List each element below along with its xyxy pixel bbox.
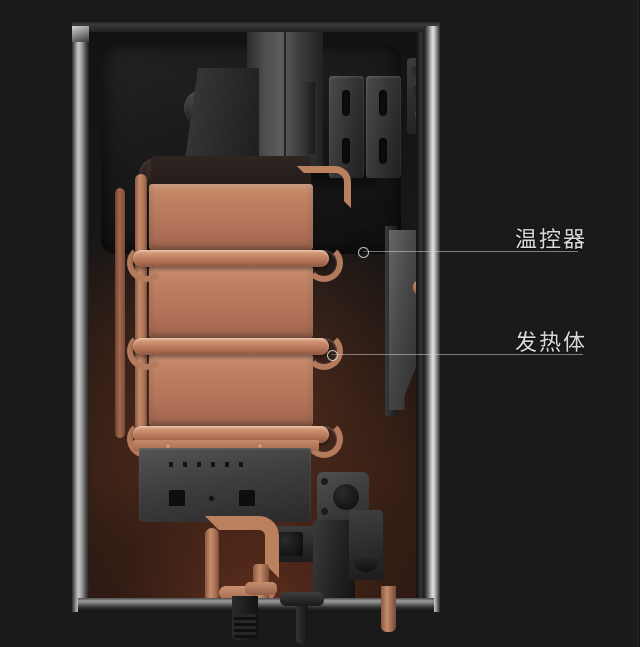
exchanger-block: [149, 266, 313, 338]
burner-notch: [169, 490, 185, 506]
valve-port-hole: [333, 484, 359, 510]
mounting-plate-left: [329, 76, 364, 178]
label-thermostat: 温控器: [515, 228, 588, 253]
copper-ubend-left: [127, 244, 165, 282]
label-heating-element: 发热体: [515, 331, 588, 356]
bracket-slot: [342, 138, 350, 164]
valve-body: [313, 520, 355, 606]
bracket-slot: [379, 138, 387, 164]
bracket-slot: [379, 90, 387, 116]
burner-screw: [165, 443, 171, 449]
copper-tube-band: [133, 426, 329, 443]
valve-solenoid: [349, 510, 383, 580]
outlet-pipe-bottom-stub: [381, 586, 396, 632]
burner-screw: [257, 443, 263, 449]
valve-bolt: [321, 478, 328, 485]
shell-top-edge: [72, 20, 440, 32]
shell-left-edge: [72, 26, 89, 612]
inlet-pipe-elbow: [205, 516, 279, 578]
gas-valve-assembly: [267, 472, 395, 608]
bracket-rail: [301, 82, 315, 154]
bracket-slot: [342, 90, 350, 116]
leader-marker-thermostat: [358, 247, 369, 258]
burner-pin: [209, 496, 214, 501]
leader-line-heating-element: [331, 354, 583, 355]
solenoid-cap: [353, 554, 379, 572]
interior-cavity: [89, 30, 424, 608]
copper-elbow-top: [297, 166, 351, 208]
exchanger-block: [149, 184, 313, 250]
canvas-right-border: [637, 0, 640, 647]
copper-ubend-right: [305, 332, 343, 370]
copper-tube-band: [133, 250, 329, 267]
gas-outlet-pipe: [232, 596, 258, 640]
burner-notch: [239, 490, 255, 506]
side-bracket-plate: [389, 230, 419, 410]
shell-right-inner-edge: [416, 28, 425, 612]
heat-exchanger: [115, 156, 351, 458]
copper-tube-band: [133, 338, 329, 355]
burner-top-lip: [133, 440, 319, 451]
inlet-pipe-vertical: [205, 528, 219, 608]
copper-ubend-left: [127, 332, 165, 370]
leader-marker-heating-element: [327, 350, 338, 361]
appliance-shell: [72, 20, 440, 612]
mounting-plate-right: [366, 76, 401, 178]
valve-bolt: [321, 508, 328, 515]
exchanger-block: [149, 354, 313, 426]
condensate-drain-pipe: [280, 592, 324, 644]
burner-vent-dots: [169, 462, 243, 467]
copper-ubend-right: [305, 244, 343, 282]
copper-ubend-right: [305, 420, 343, 458]
copper-riser: [135, 174, 147, 452]
leader-line-thermostat: [363, 251, 578, 252]
shell-right-edge: [424, 26, 440, 612]
burner-housing: [139, 448, 311, 522]
copper-riser-outer: [115, 188, 125, 438]
shell-left-corner: [72, 26, 89, 42]
